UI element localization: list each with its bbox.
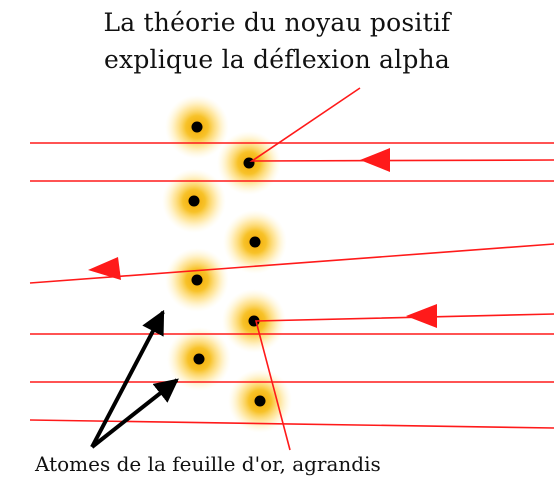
arrowhead-left bbox=[406, 304, 437, 328]
atom bbox=[162, 169, 226, 233]
title-line-1: La théorie du noyau positif bbox=[0, 8, 554, 38]
caption: Atomes de la feuille d'or, agrandis bbox=[35, 452, 381, 476]
nucleus bbox=[192, 275, 203, 286]
pointer-arrow bbox=[92, 312, 163, 447]
atom bbox=[217, 131, 281, 195]
title-line-2: explique la déflexion alpha bbox=[0, 45, 554, 75]
atom bbox=[165, 248, 229, 312]
pointer-arrow bbox=[92, 380, 177, 447]
nucleus bbox=[194, 354, 205, 365]
nucleus bbox=[189, 196, 200, 207]
atom bbox=[165, 95, 229, 159]
arrowhead-left bbox=[360, 148, 390, 172]
alpha-path-straight bbox=[30, 420, 554, 428]
alpha-path-deflected-up bbox=[252, 88, 554, 161]
caption-pointers bbox=[92, 312, 177, 447]
nucleus bbox=[192, 122, 203, 133]
nucleus bbox=[255, 396, 266, 407]
nucleus bbox=[244, 158, 255, 169]
arrowhead-left bbox=[88, 257, 121, 280]
nucleus bbox=[250, 237, 261, 248]
